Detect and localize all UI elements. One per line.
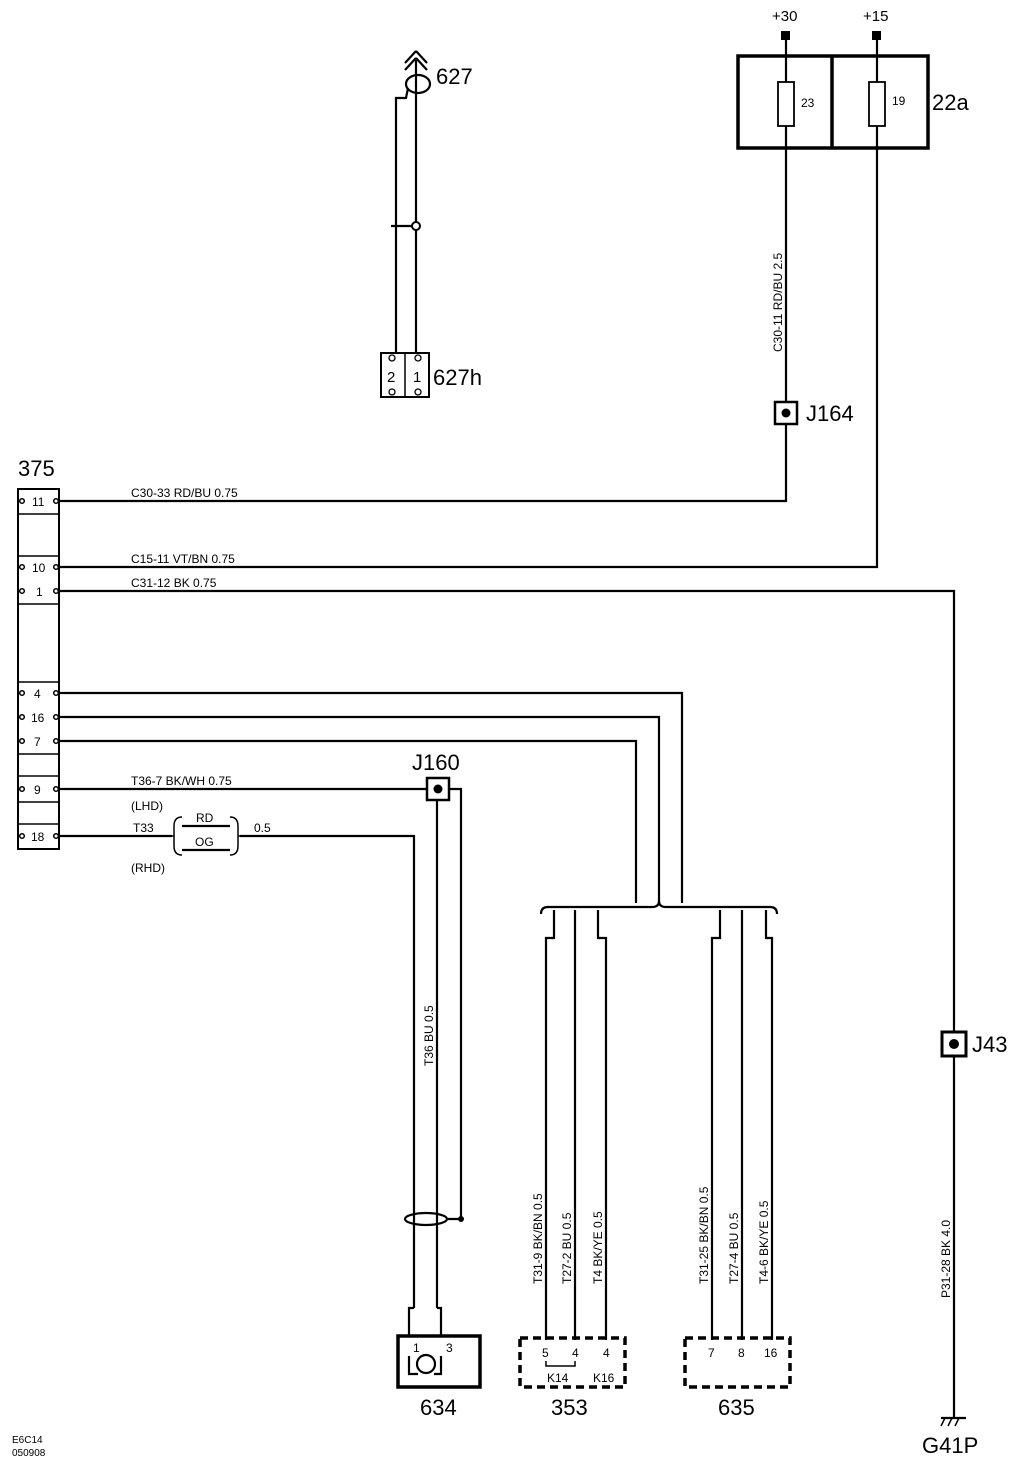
harness-bracket	[539, 900, 779, 1340]
pin-375-4: 4	[34, 687, 41, 701]
fuse-19: 19	[892, 94, 906, 108]
component-627: 627	[391, 50, 473, 355]
wire-label-t27-4: T27-4 BU 0.5	[727, 1212, 741, 1284]
wire-label-c30-11: C30-11 RD/BU 2.5	[771, 253, 785, 352]
connector-375: 375 11 10 1 4 16 7 9 18	[17, 456, 60, 850]
wire-label-t36-7: T36-7 BK/WH 0.75	[131, 774, 232, 788]
variant-bracket: RD OG	[172, 811, 240, 856]
pin-375-7: 7	[34, 735, 41, 749]
shield-ellipse	[403, 1211, 449, 1227]
pin-634-3: 3	[446, 1341, 453, 1355]
label-k16: K16	[593, 1371, 615, 1385]
pin-375-16: 16	[31, 711, 45, 725]
wire-label-c30-33: C30-33 RD/BU 0.75	[131, 486, 238, 500]
pin-375-18: 18	[31, 830, 45, 844]
fusebox-22a: +30 +15 23 19 22a	[736, 8, 969, 150]
pin-635-7: 7	[708, 1346, 715, 1360]
wire-label-t31-25: T31-25 BK/BN 0.5	[697, 1186, 711, 1284]
wire-label-t31-9: T31-9 BK/BN 0.5	[531, 1193, 545, 1284]
label-k14: K14	[547, 1371, 569, 1385]
wire-color-rd: RD	[196, 811, 214, 825]
wire-label-t4-6: T4-6 BK/YE 0.5	[757, 1200, 771, 1284]
footer-date: 050908	[12, 1448, 46, 1459]
pin-375-1: 1	[36, 585, 43, 599]
pin-627h-2: 2	[387, 369, 395, 386]
supply-30: +30	[772, 8, 797, 25]
pin-375-10: 10	[32, 561, 46, 575]
label-j43: J43	[972, 1032, 1007, 1057]
wire-label-t27-2: T27-2 BU 0.5	[560, 1212, 574, 1284]
junction-j164: J164	[773, 400, 854, 426]
pin-353-4a: 4	[572, 1346, 579, 1360]
pin-375-11: 11	[32, 495, 45, 509]
label-rhd: (RHD)	[131, 861, 165, 875]
label-375: 375	[18, 456, 55, 481]
pin-627h-1: 1	[413, 369, 421, 386]
wire-label-t36: T36 BU 0.5	[422, 1005, 436, 1066]
label-j164: J164	[806, 401, 854, 426]
label-g41p: G41P	[922, 1433, 978, 1458]
wire-label-t4: T4 BK/YE 0.5	[591, 1211, 605, 1284]
pin-353-4b: 4	[603, 1346, 610, 1360]
wire-color-og: OG	[195, 835, 214, 849]
pin-375-9: 9	[34, 783, 41, 797]
label-627h: 627h	[433, 365, 482, 390]
junction-j160: J160	[412, 750, 460, 802]
wire-label-p31-28: P31-28 BK 4.0	[939, 1220, 953, 1298]
component-635: 7 8 16 635	[683, 1336, 792, 1420]
pin-353-5: 5	[542, 1346, 549, 1360]
label-lhd: (LHD)	[131, 799, 163, 813]
wire-label-c31-12: C31-12 BK 0.75	[131, 576, 217, 590]
label-635: 635	[718, 1395, 755, 1420]
label-353: 353	[551, 1395, 588, 1420]
label-j160: J160	[412, 750, 460, 775]
ground-symbol: G41P	[922, 1416, 978, 1458]
component-634: 1 3 634	[396, 1306, 482, 1420]
pin-634-1: 1	[413, 1341, 420, 1355]
junction-j43: J43	[940, 1030, 1007, 1058]
wire-label-t33: T33	[133, 821, 154, 835]
component-353: 5 4 4 K14 K16 353	[518, 1336, 627, 1420]
wire-label-c15-11: C15-11 VT/BN 0.75	[131, 552, 235, 566]
supply-15: +15	[863, 8, 888, 25]
connector-627h: 2 1 627h	[380, 352, 482, 398]
fuse-23: 23	[801, 96, 815, 110]
pin-635-8: 8	[738, 1346, 745, 1360]
label-634: 634	[420, 1395, 457, 1420]
pin-635-16: 16	[764, 1346, 778, 1360]
footer-code: E6C14	[12, 1435, 43, 1446]
label-627: 627	[436, 64, 473, 89]
microphone-icon	[415, 1353, 437, 1375]
label-22a: 22a	[932, 90, 969, 115]
wire-size-18: 0.5	[254, 821, 271, 835]
